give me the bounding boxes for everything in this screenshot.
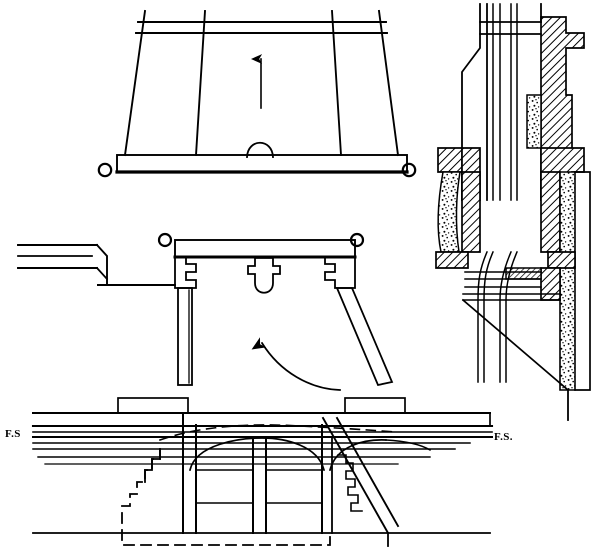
head-bolt-hole-left [157, 232, 173, 248]
pier-right [321, 424, 333, 534]
base-dome [246, 141, 274, 158]
vertical-leg [177, 287, 193, 386]
middle-section-view [17, 232, 394, 391]
raking-chamfer-line [461, 298, 570, 392]
fs-label-right: F.S. [494, 431, 513, 443]
spandrel-lines [195, 469, 323, 504]
lower-left-hatched-column [461, 171, 481, 253]
mid-left-hatched-flange [437, 147, 463, 173]
fs-label-left: F.S [5, 428, 21, 440]
pendant-hanger [247, 257, 281, 294]
bolt-hole-right [401, 162, 417, 178]
rib-group [123, 9, 400, 157]
raking-staircase [321, 416, 400, 547]
raking-strut [335, 287, 394, 387]
head-bolt-hole-right [349, 232, 365, 248]
lower-bearing-plate-right [547, 251, 576, 269]
concrete-stipple-right-strip [559, 171, 576, 391]
rib-right-inner [330, 9, 343, 157]
concrete-stipple-left-upper2 [526, 94, 542, 149]
upper-flange-band [479, 21, 542, 35]
lower-bearing-block-right [540, 267, 561, 301]
shaft-bore-lines [492, 3, 518, 201]
descending-pipe-lines [477, 251, 518, 383]
lower-right-hatched-column [540, 171, 561, 253]
bottom-elevation-view [31, 397, 494, 547]
outer-right-face [574, 171, 591, 391]
pier-left [182, 412, 197, 534]
rib-left-inner [194, 9, 207, 157]
lower-bearing-plate-left [435, 251, 469, 269]
right-section-detail [435, 3, 591, 421]
pier-centre [252, 437, 267, 534]
arch-right-tail [385, 439, 432, 452]
bolt-hole-left [97, 162, 113, 178]
deck-strata-lines [31, 424, 494, 465]
rib-right-outer [377, 9, 400, 157]
notched-joint-right [324, 256, 356, 289]
curved-arrow [251, 337, 341, 391]
top-rail-group [135, 21, 388, 34]
concrete-stipple-left-upper [437, 171, 461, 253]
arch-left [188, 437, 326, 472]
rib-left-outer [123, 9, 147, 157]
stair-steps [337, 454, 363, 512]
stepped-solid-outline [144, 448, 161, 483]
shaft-left-wall [461, 3, 481, 201]
top-elevation-view [97, 9, 417, 178]
